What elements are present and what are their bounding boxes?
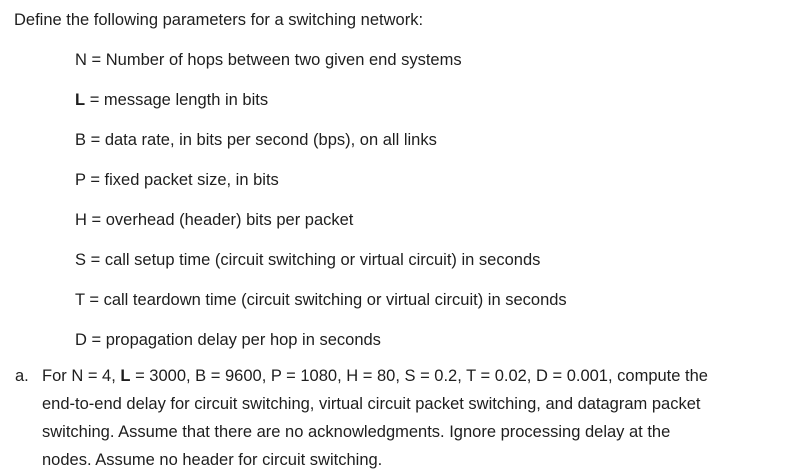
part-a-label: a. (15, 367, 29, 385)
part-a-line-1: For N = 4, L = 3000, B = 9600, P = 1080,… (42, 365, 708, 387)
definition-row-h: H = overhead (header) bits per packet (75, 209, 353, 231)
definition-row-l: L = message length in bits (75, 89, 268, 111)
part-a-line-1-bold-symbol: L (120, 367, 131, 385)
part-a-line-1-pre: For N = 4, (42, 367, 121, 385)
part-a-line-2: end-to-end delay for circuit switching, … (42, 395, 701, 413)
definition-symbol-t: T (75, 291, 85, 309)
definition-text-t: = call teardown time (circuit switching … (89, 291, 567, 309)
definition-text-l: = message length in bits (89, 91, 269, 109)
definition-text-n: = Number of hops between two given end s… (91, 51, 462, 69)
definition-text-d: = propagation delay per hop in seconds (91, 331, 381, 349)
definition-row-n: N = Number of hops between two given end… (75, 49, 462, 71)
part-a-line-3: switching. Assume that there are no ackn… (42, 423, 671, 441)
definition-row-t: T = call teardown time (circuit switchin… (75, 289, 567, 311)
definition-text-s: = call setup time (circuit switching or … (90, 251, 541, 269)
definition-symbol-l: L (75, 91, 86, 109)
definition-symbol-d: D (75, 331, 87, 349)
definition-row-s: S = call setup time (circuit switching o… (75, 249, 540, 271)
definition-text-b: = data rate, in bits per second (bps), o… (90, 131, 437, 149)
definition-row-d: D = propagation delay per hop in seconds (75, 329, 381, 351)
definition-text-p: = fixed packet size, in bits (90, 171, 279, 189)
part-a-line-4: nodes. Assume no header for circuit swit… (42, 451, 383, 469)
definition-symbol-n: N (75, 51, 87, 69)
definition-row-b: B = data rate, in bits per second (bps),… (75, 129, 437, 151)
definition-symbol-p: P (75, 171, 86, 189)
part-a-line-1-post: = 3000, B = 9600, P = 1080, H = 80, S = … (130, 367, 708, 385)
definition-symbol-s: S (75, 251, 87, 269)
definition-text-h: = overhead (header) bits per packet (91, 211, 354, 229)
definition-symbol-b: B (75, 131, 87, 149)
definition-row-p: P = fixed packet size, in bits (75, 169, 279, 191)
definition-symbol-h: H (75, 211, 87, 229)
intro-line: Define the following parameters for a sw… (14, 11, 424, 29)
